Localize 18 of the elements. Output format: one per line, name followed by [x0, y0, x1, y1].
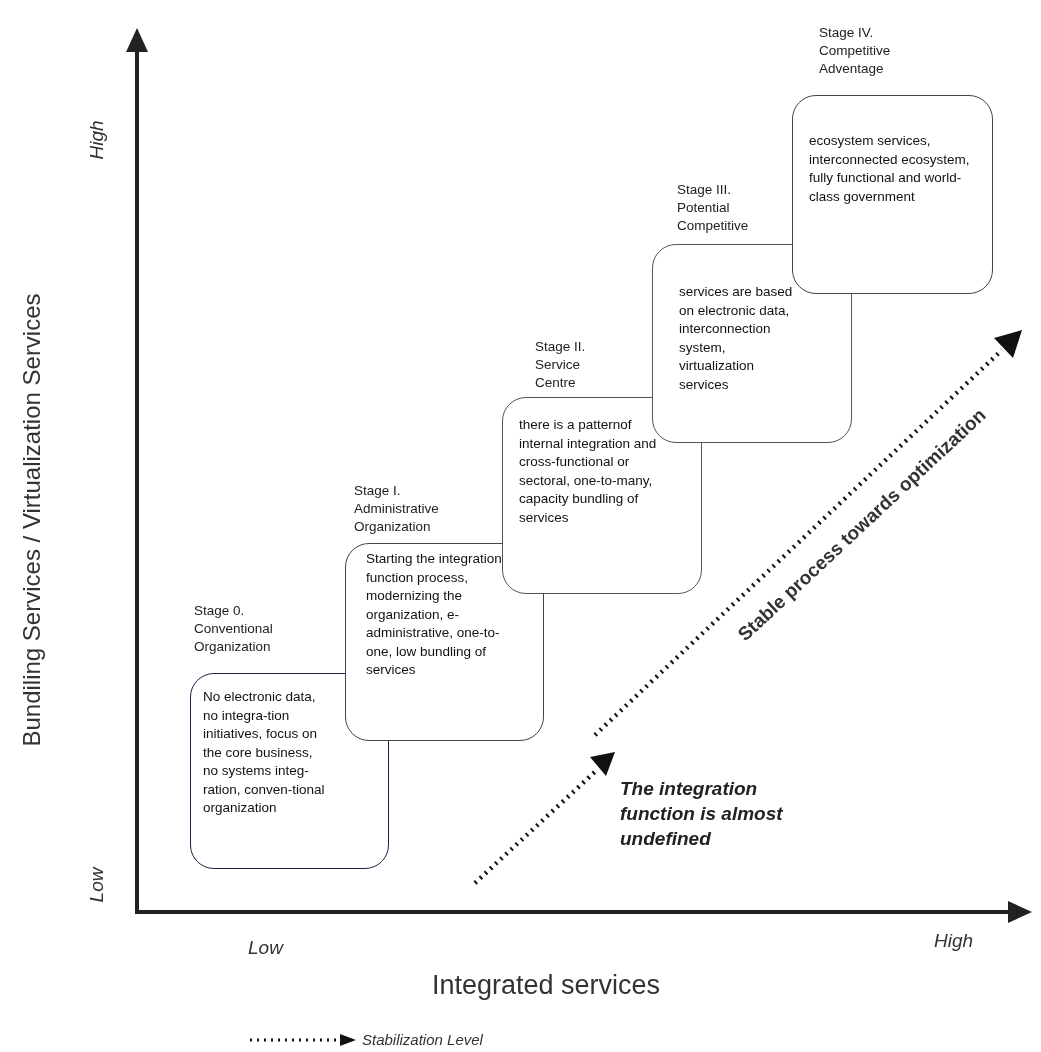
axis-level-label: Low — [248, 937, 283, 959]
stage-description: there is a patternof internal integration and cross-functional or sectoral, one-to-many, capacity bundling of services — [519, 416, 658, 527]
stage-description: No electronic data, no integra-tion initiatives, focus on the core business, no systems integ-ration, conven-tional organization — [203, 688, 326, 817]
stage-description: ecosystem services, interconnected ecosystem, fully functional and world-class government — [809, 132, 971, 206]
note-text: The integration function is almost undefined — [620, 777, 784, 851]
axis-title: Bundiling Services / Virtualization Services — [18, 293, 46, 747]
stage-heading: Stage IV. Competitive Adventage — [819, 24, 892, 78]
stage-description: Starting the integration function process, modernizing the organization, e-administrative, one-to-one, low bundling of services — [366, 550, 503, 679]
stage-heading: Stage II. Service Centre — [535, 338, 587, 392]
axis-title: Integrated services — [432, 970, 661, 1001]
legend-text: Stabilization Level — [362, 1031, 483, 1048]
axis-level-label: High — [86, 120, 108, 160]
axis-level-label: Low — [86, 867, 108, 903]
stage-heading: Stage I. Administrative Organization — [354, 482, 440, 536]
stage-heading: Stage III. Potential Competitive — [677, 181, 750, 235]
stage-heading: Stage 0. Conventional Organization — [194, 602, 274, 656]
stage-description: services are based on electronic data, interconnection system, virtualization services — [679, 283, 794, 394]
axis-level-label: High — [934, 930, 974, 952]
